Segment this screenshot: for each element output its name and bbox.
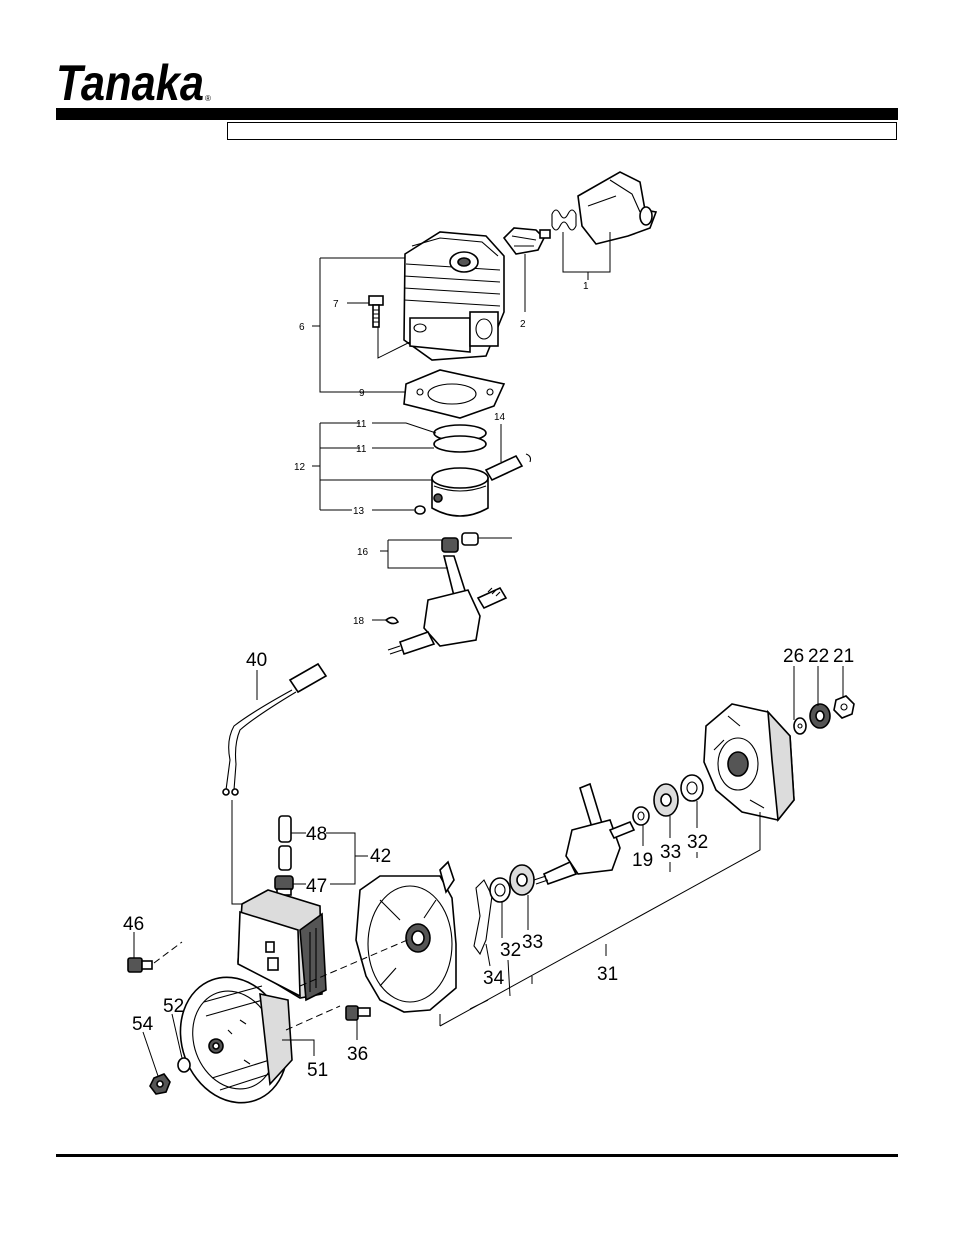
ignition-wire xyxy=(223,664,326,795)
callout-9: 9 xyxy=(359,388,365,399)
coil-bolt-path xyxy=(154,942,182,963)
piston-pin xyxy=(486,454,531,480)
oil-seal-right xyxy=(681,775,703,801)
callout-14: 14 xyxy=(494,412,506,423)
callout-46: 46 xyxy=(123,914,144,935)
leader-54 xyxy=(143,1032,158,1076)
callout-54: 54 xyxy=(132,1014,154,1035)
callout-33-right: 33 xyxy=(660,842,681,863)
leader-11a xyxy=(372,423,436,433)
callout-7: 7 xyxy=(333,299,339,310)
callout-47: 47 xyxy=(306,876,327,897)
leader-6 xyxy=(312,258,405,392)
callout-6: 6 xyxy=(299,322,305,333)
washer-26 xyxy=(794,718,806,734)
callout-2: 2 xyxy=(520,319,526,330)
callout-21: 21 xyxy=(833,646,854,667)
flywheel-washer xyxy=(178,1058,190,1072)
spark-plug xyxy=(504,228,550,254)
oil-seal-left xyxy=(490,878,510,902)
callout-1: 1 xyxy=(583,281,589,292)
callout-13: 13 xyxy=(353,506,365,517)
leader-12 xyxy=(312,423,432,510)
piston-rings xyxy=(434,425,486,452)
callout-33-left: 33 xyxy=(522,932,543,953)
coil-bolt xyxy=(128,958,152,972)
callout-48: 48 xyxy=(306,824,327,845)
callout-51: 51 xyxy=(307,1060,328,1081)
callout-31: 31 xyxy=(597,964,618,985)
boot-spring xyxy=(552,210,576,230)
flywheel-nut xyxy=(150,1074,170,1094)
footer-rule xyxy=(56,1154,898,1157)
cylinder-bolt xyxy=(369,296,383,327)
bearing-right xyxy=(654,784,678,816)
nut-21 xyxy=(834,696,854,718)
callout-40: 40 xyxy=(246,650,267,671)
callout-42: 42 xyxy=(370,846,391,867)
cylinder-gasket xyxy=(404,370,504,418)
crankcase-bolt xyxy=(346,1006,370,1020)
callout-16: 16 xyxy=(357,547,369,558)
callout-18: 18 xyxy=(353,616,365,627)
needle-bearing xyxy=(442,533,478,552)
cylinder xyxy=(404,232,504,360)
callout-11-top: 11 xyxy=(356,419,367,430)
leader-34 xyxy=(486,944,490,966)
thrust-washer xyxy=(633,807,649,825)
crankcase-right xyxy=(704,704,794,820)
callout-19: 19 xyxy=(632,850,653,871)
crankshaft-upper xyxy=(386,556,506,654)
leader-40b xyxy=(232,800,242,904)
callout-12: 12 xyxy=(294,462,306,473)
callout-32-right: 32 xyxy=(687,832,708,853)
crankcase-left xyxy=(356,862,456,1012)
piston xyxy=(415,468,488,516)
spring-pins xyxy=(279,816,291,870)
crankshaft-lower xyxy=(534,784,634,884)
callout-52: 52 xyxy=(163,996,184,1017)
spark-plug-boot xyxy=(578,172,656,244)
callout-34: 34 xyxy=(483,968,505,989)
leader-48 xyxy=(291,833,368,884)
bearing-left xyxy=(510,865,534,895)
callout-11-bottom: 11 xyxy=(356,444,367,455)
callout-36: 36 xyxy=(347,1044,368,1065)
callout-26: 26 xyxy=(783,646,804,667)
flywheel-axis xyxy=(286,1006,340,1030)
callout-22: 22 xyxy=(808,646,829,667)
callout-32-left: 32 xyxy=(500,940,521,961)
bushing-22 xyxy=(810,704,830,728)
